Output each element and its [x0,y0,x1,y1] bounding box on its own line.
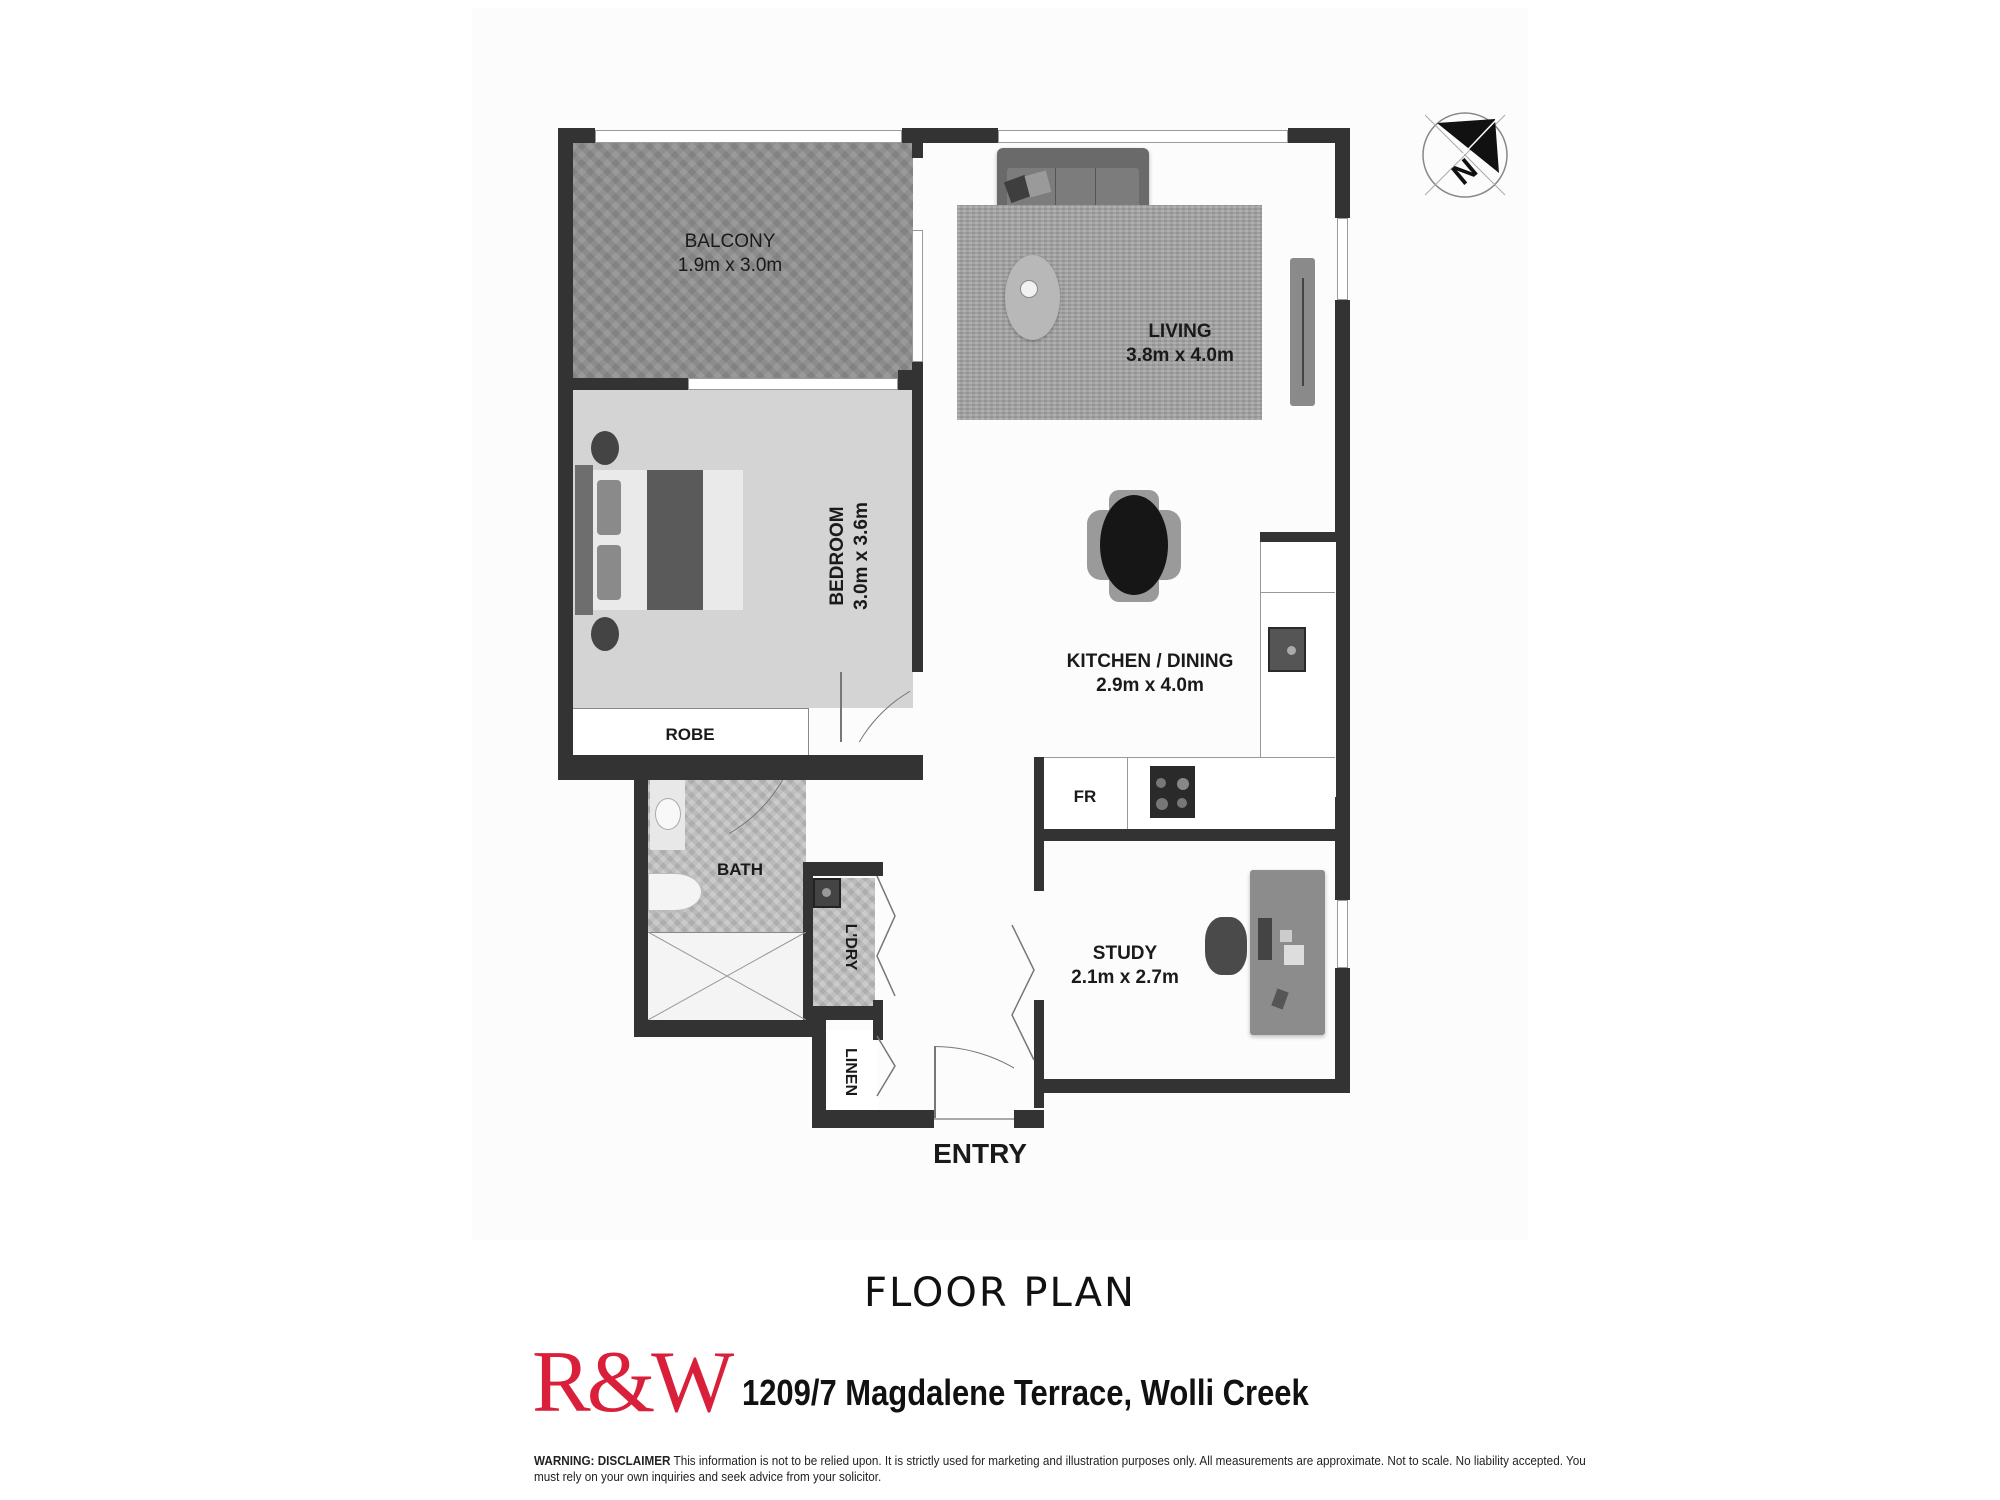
bedside-table-icon [591,431,619,465]
room-label-bedroom: BEDROOM 3.0m x 3.6m [827,502,872,610]
bedroom-door-leaf [840,672,842,742]
study-bifold-door-icon [1011,925,1035,1061]
basin-icon [650,780,685,850]
toilet-icon [648,873,702,911]
disclaimer-label: WARNING: DISCLAIMER [534,1453,671,1468]
page-title: FLOOR PLAN [864,1270,1136,1316]
living-window-top [998,130,1288,143]
room-label-linen: LINEN [842,1048,859,1096]
wall-bath-top-right [803,772,808,778]
coffee-table-icon [1005,255,1060,340]
wall-right-mid [1335,300,1350,900]
kitchen-bench-divider [1260,592,1335,593]
balcony-floor [573,143,913,388]
wall-entry-bottom-left [812,1110,934,1128]
cooktop-icon [1150,766,1195,818]
brand-logo: R&W [532,1334,734,1431]
entry-door-leaf [934,1046,936,1118]
room-label-laundry: L'DRY [842,923,859,971]
wall-left [558,128,573,780]
linen-floor [826,1030,878,1110]
wall-laundry-right-stub [873,1000,883,1040]
disclaimer: WARNING: DISCLAIMER This information is … [534,1453,1614,1485]
disclaimer-text: This information is not to be relied upo… [534,1453,1586,1484]
shower-icon [648,932,806,1020]
balcony-sliding-door [912,230,923,362]
wall-laundry-top [803,862,883,876]
desk-icon [1250,870,1325,1035]
room-label-fr: FR [1073,787,1097,806]
wall-bedroom-bottom [558,755,923,780]
wall-laundry-bottom [803,1006,883,1020]
bedroom-window [688,378,898,390]
room-label-living: LIVING 3.8m x 4.0m [1126,321,1234,366]
tv-unit-icon [1290,258,1315,406]
svg-text:N: N [1446,152,1484,191]
kitchen-sink-icon [1268,627,1306,672]
wall-right-lower [1335,968,1350,1093]
wall-bedroom-right [912,362,923,672]
laundry-bifold-door-icon [876,876,896,1097]
property-address: 1209/7 Magdalene Terrace, Wolli Creek [742,1372,1309,1413]
laundry-floor [813,878,875,1006]
wall-study-bottom [1034,1079,1350,1093]
north-arrow-icon: N [1422,112,1508,198]
wall-bath-left [634,772,648,1037]
wall-balcony-living-top [912,143,923,158]
wall-kitchen-pantry [1260,532,1335,542]
wall-bath-right [803,862,813,1022]
entry-label: ENTRY [933,1138,1027,1169]
study-window-right [1337,900,1348,968]
room-label-robe: ROBE [665,725,715,744]
bedside-table-icon [591,617,619,651]
bed-icon [575,465,765,615]
room-label-study: STUDY 2.1m x 2.7m [1071,943,1179,988]
wall-top-mid [902,128,998,143]
room-label-kitchen-dining: KITCHEN / DINING 2.9m x 4.0m [1066,651,1234,696]
dining-table-icon [1100,495,1168,595]
laundry-tub-icon [813,878,841,908]
balcony-window-top [595,130,902,143]
wall-top-right [1288,128,1350,143]
robe-divider [808,708,809,755]
room-label-bath: BATH [717,860,763,879]
wall-kitchen-study [1034,829,1335,841]
wall-balcony-bedroom [558,378,688,390]
robe-floor [573,708,808,756]
wall-entry-bottom-right [1014,1110,1044,1128]
room-label-balcony: BALCONY 1.9m x 3.0m [677,231,783,276]
living-window-right [1337,218,1348,300]
wall-right-upper [1335,128,1350,218]
wall-linen-left [812,1020,826,1128]
wall-study-left [1034,1000,1044,1108]
living-rug [957,205,1262,420]
wall-bath-bottom [634,1020,826,1037]
office-chair-icon [1205,917,1247,975]
fridge-divider [1127,757,1128,829]
wall-kitchen-left [1034,757,1044,891]
